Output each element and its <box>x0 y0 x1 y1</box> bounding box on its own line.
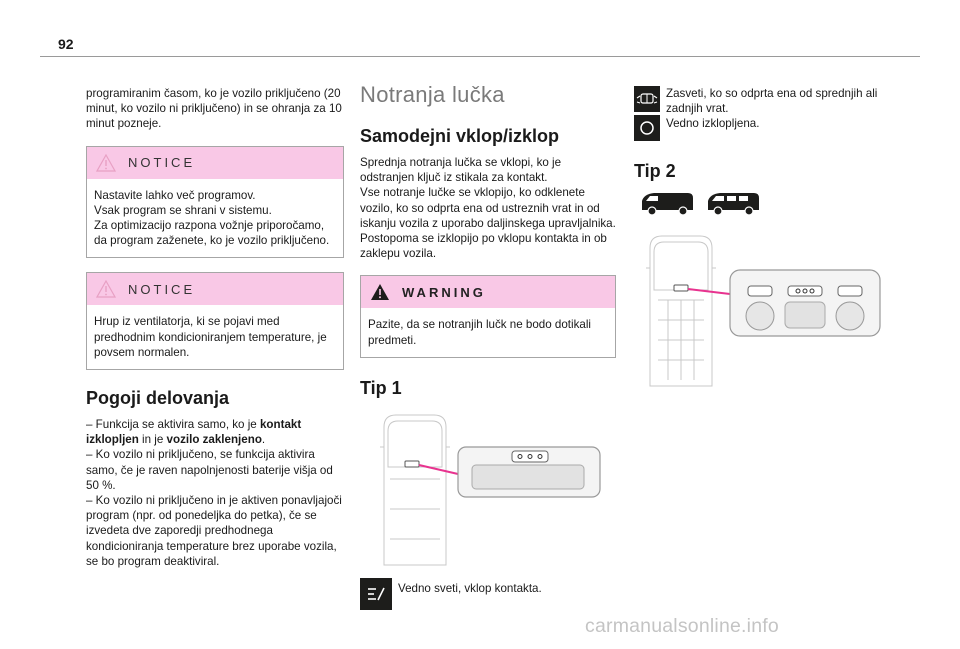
mpv-side-icon <box>708 193 759 216</box>
van-top-view <box>646 235 716 387</box>
notice-line: Za optimizacijo razpona vožnje priporoča… <box>94 219 330 248</box>
auto-line: Sprednja notranja lučka se vklopi, ko je… <box>360 156 562 185</box>
warning-triangle-icon <box>96 153 116 172</box>
notice-text: Hrup iz ventilatorja, ki se pojavi med p… <box>94 315 327 359</box>
light-off-icon <box>634 115 660 141</box>
condition-item-1: – Funkcija se aktivira samo, ko je konta… <box>86 418 302 447</box>
watermark: carmanualsonline.info <box>585 615 779 637</box>
indicator-icons <box>634 86 660 141</box>
warning-title: WARNING <box>402 284 486 300</box>
intro-paragraph: programiranim časom, ko je vozilo priklj… <box>86 87 342 131</box>
type2-light-console <box>729 269 881 337</box>
auto-heading: Samodejni vklop/izklop <box>360 126 560 146</box>
door-indicator-row: Zasveti, ko so odprta ena od sprednjih a… <box>634 86 896 141</box>
notice-header: NOTICE <box>87 146 343 179</box>
notice-line: Vsak program se shrani v sistemu. <box>94 203 272 217</box>
column-2: Notranja lučka Samodejni vklop/izklop Sp… <box>360 82 616 610</box>
light-location-marker <box>404 460 420 468</box>
van-top-view <box>380 414 450 566</box>
condition-item-3: – Ko vozilo ni priključeno in je aktiven… <box>86 494 342 568</box>
warning-box: WARNING Pazite, da se notranjih lučk ne … <box>360 275 616 358</box>
warning-triangle-icon <box>96 280 116 299</box>
pointer-line <box>418 463 459 475</box>
interior-light-on-icon <box>360 577 392 610</box>
warning-text: Pazite, da se notranjih lučk ne bodo dot… <box>368 318 591 347</box>
section-title: Notranja lučka <box>360 82 505 107</box>
indicator-texts: Zasveti, ko so odprta ena od sprednjih a… <box>666 86 896 132</box>
column-1: programiranim časom, ko je vozilo priklj… <box>86 86 344 569</box>
always-on-row: Vedno sveti, vklop kontakta. <box>360 577 616 610</box>
column-3: Zasveti, ko so odprta ena od sprednjih a… <box>634 86 896 395</box>
pointer-line <box>687 288 731 295</box>
notice-line: Nastavite lahko več programov. <box>94 188 256 202</box>
notice-body: Hrup iz ventilatorja, ki se pojavi med p… <box>87 305 343 369</box>
van-side-icon <box>642 193 693 216</box>
condition-item-2: – Ko vozilo ni priključeno, se funkcija … <box>86 448 333 492</box>
notice-title: NOTICE <box>128 155 196 171</box>
notice-header: NOTICE <box>87 273 343 306</box>
warning-body: Pazite, da se notranjih lučk ne bodo dot… <box>361 308 615 356</box>
notice-title: NOTICE <box>128 281 196 297</box>
off-text: Vedno izklopljena. <box>666 117 760 131</box>
type1-heading: Tip 1 <box>360 377 402 398</box>
warning-header: WARNING <box>361 276 615 309</box>
door-text: Zasveti, ko so odprta ena od sprednjih a… <box>666 87 878 116</box>
page-number: 92 <box>58 36 74 52</box>
notice-body: Nastavite lahko več programov. Vsak prog… <box>87 179 343 258</box>
light-location-marker <box>673 284 689 292</box>
type2-cabin-light-diagram <box>646 235 881 387</box>
notice-box-fan-noise: NOTICE Hrup iz ventilatorja, ki se pojav… <box>86 272 344 371</box>
type1-light-console <box>457 446 601 498</box>
vehicle-silhouettes <box>638 190 896 216</box>
conditions-heading: Pogoji delovanja <box>86 388 230 409</box>
door-light-icon <box>634 86 660 112</box>
auto-line: Vse notranje lučke se vklopijo, ko odkle… <box>360 186 616 230</box>
auto-line: Postopoma se izklopijo po vklopu kontakt… <box>360 232 607 261</box>
type1-cabin-light-diagram <box>380 414 601 566</box>
notice-box-programs: NOTICE Nastavite lahko več programov. Vs… <box>86 145 344 259</box>
type1-caption: Vedno sveti, vklop kontakta. <box>398 581 542 595</box>
type2-heading: Tip 2 <box>634 161 676 181</box>
header-divider <box>40 56 920 57</box>
warning-triangle-icon <box>371 284 389 301</box>
